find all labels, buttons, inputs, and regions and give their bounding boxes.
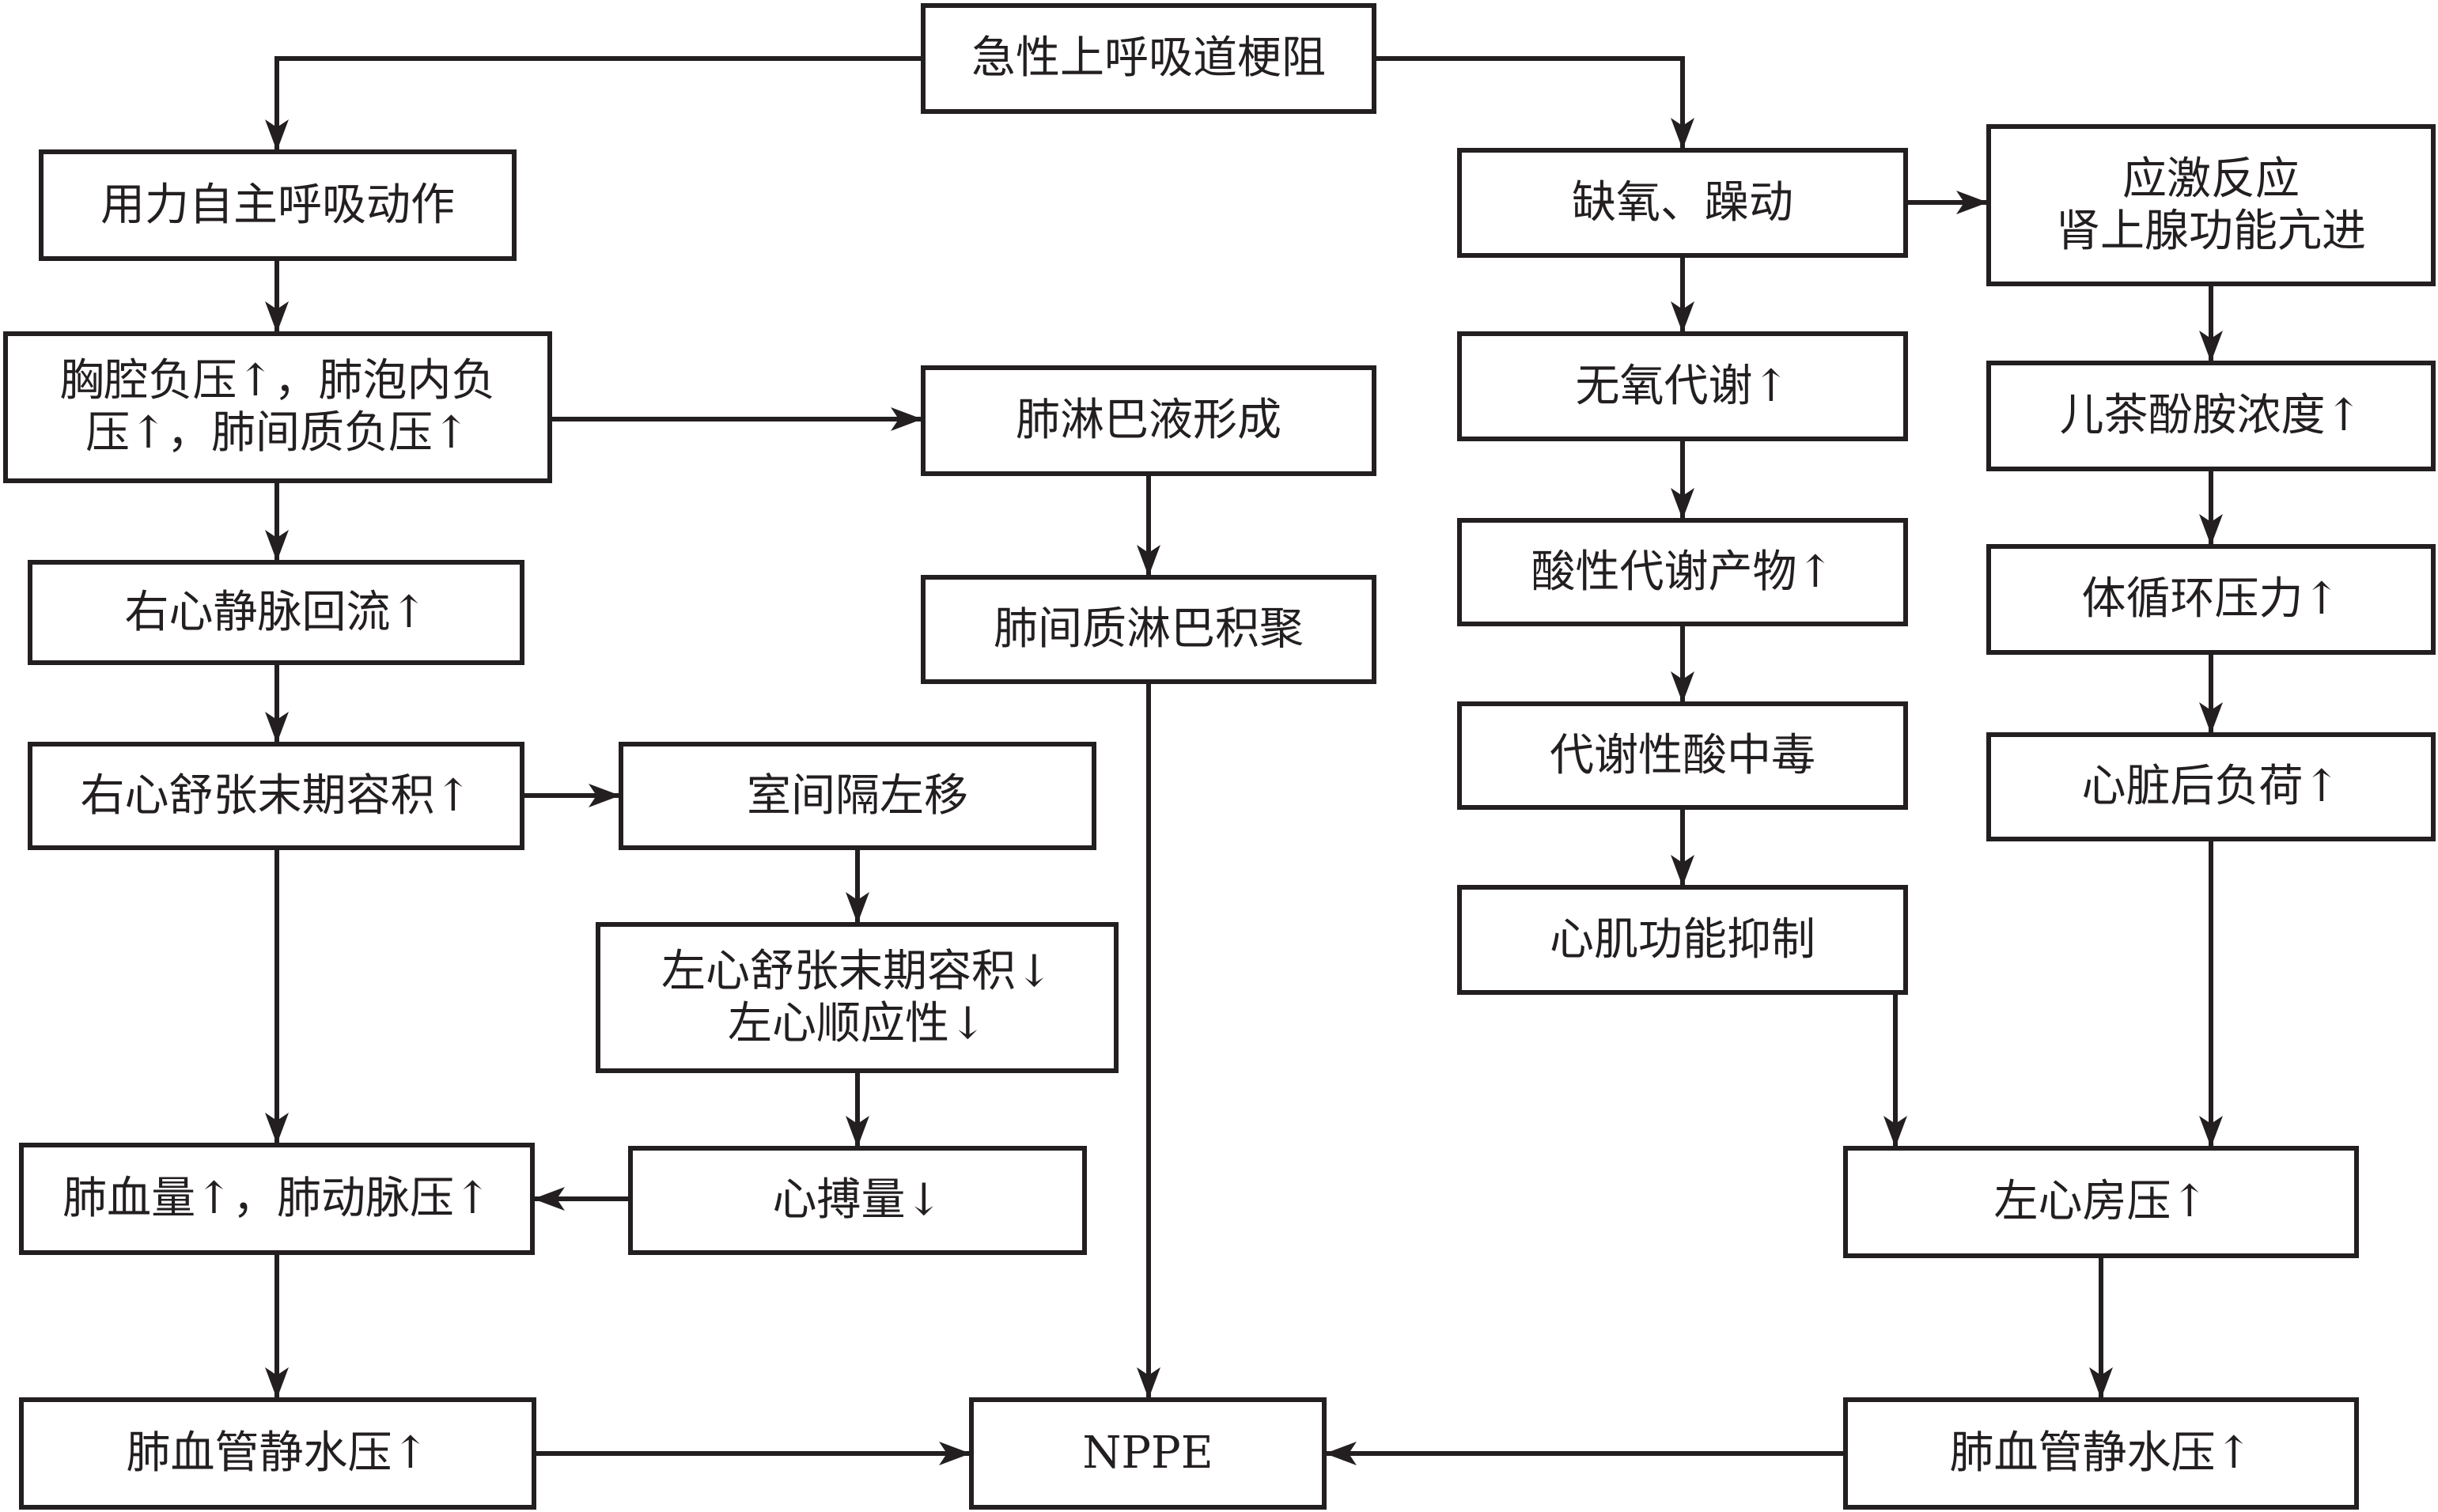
edge-root-forced	[265, 56, 921, 151]
node-acute-upper-airway-obstruction: 急性上呼吸道梗阻	[921, 3, 1376, 114]
node-text: 左心舒张末期容积↓	[661, 945, 1053, 997]
node-negative-pressure: 胸腔负压↑，肺泡内负 压↑，肺间质负压↑	[3, 331, 552, 483]
node-septum-shift: 室间隔左移	[619, 742, 1096, 850]
node-text: 酸性代谢产物↑	[1531, 546, 1834, 598]
node-text: 肺血管静水压↑	[126, 1427, 430, 1479]
node-text: 左心顺应性↓	[728, 997, 986, 1049]
node-lymph-accumulation: 肺间质淋巴积聚	[921, 575, 1376, 684]
node-systemic-pressure: 体循环压力↑	[1986, 544, 2436, 655]
node-stroke-volume: 心搏量↓	[628, 1146, 1087, 1255]
node-text: 缺氧、躁动	[1572, 176, 1793, 229]
node-text: 压↑，肺间质负压↑	[85, 407, 470, 459]
node-left-atrial-pressure: 左心房压↑	[1843, 1146, 2359, 1258]
node-pulmonary-hydrostatic-left: 肺血管静水压↑	[19, 1397, 536, 1510]
node-hypoxia: 缺氧、躁动	[1457, 148, 1908, 258]
node-text: 用力自主呼吸动作	[100, 179, 455, 231]
node-text: 肺血量↑，肺动脉压↑	[62, 1173, 491, 1224]
node-myocardial-depression: 心肌功能抑制	[1457, 885, 1908, 995]
node-lymph-formation: 肺淋巴液形成	[921, 365, 1376, 476]
node-lv-edv: 左心舒张末期容积↓ 左心顺应性↓	[596, 922, 1119, 1073]
node-rv-edv: 右心舒张末期容积↑	[28, 742, 524, 850]
edge-root-hypoxia	[1376, 56, 1694, 149]
node-text: 室间隔左移	[747, 769, 968, 822]
node-text: 儿茶酚胺浓度↑	[2059, 390, 2363, 441]
node-text: 心脏后负荷↑	[2081, 761, 2341, 812]
node-text: 左心房压↑	[1993, 1176, 2209, 1227]
node-text: 肺血管静水压↑	[1949, 1427, 2253, 1479]
node-text: 无氧代谢↑	[1575, 360, 1790, 412]
node-text: 心搏量↓	[772, 1174, 943, 1226]
node-text: 代谢性酸中毒	[1550, 729, 1815, 781]
node-text: 心肌功能抑制	[1550, 913, 1815, 966]
node-catecholamine: 儿茶酚胺浓度↑	[1986, 361, 2436, 471]
node-text: 急性上呼吸道梗阻	[971, 32, 1326, 84]
node-stress-response: 应激反应 肾上腺功能亢进	[1986, 124, 2436, 286]
node-text: 右心舒张末期容积↑	[80, 769, 472, 822]
node-pulmonary-hydrostatic-right: 肺血管静水压↑	[1843, 1397, 2359, 1510]
node-afterload: 心脏后负荷↑	[1986, 732, 2436, 841]
node-text: 胸腔负压↑，肺泡内负	[59, 355, 496, 406]
node-acid-products: 酸性代谢产物↑	[1457, 518, 1908, 626]
node-text: 右心静脉回流↑	[124, 586, 428, 638]
node-text: 肾上腺功能亢进	[2056, 205, 2366, 257]
node-text: 肺淋巴液形成	[1016, 395, 1281, 446]
node-metabolic-acidosis: 代谢性酸中毒	[1457, 701, 1908, 810]
node-forced-breathing: 用力自主呼吸动作	[39, 149, 517, 261]
node-nppe: NPPE	[969, 1397, 1327, 1510]
node-venous-return: 右心静脉回流↑	[28, 560, 524, 665]
node-text: 应激反应	[2122, 153, 2300, 205]
node-text: NPPE	[1082, 1427, 1213, 1479]
node-text: 体循环压力↑	[2081, 573, 2341, 625]
node-pulmonary-blood: 肺血量↑，肺动脉压↑	[19, 1143, 535, 1255]
node-anaerobic: 无氧代谢↑	[1457, 331, 1908, 441]
node-text: 肺间质淋巴积聚	[994, 603, 1304, 655]
